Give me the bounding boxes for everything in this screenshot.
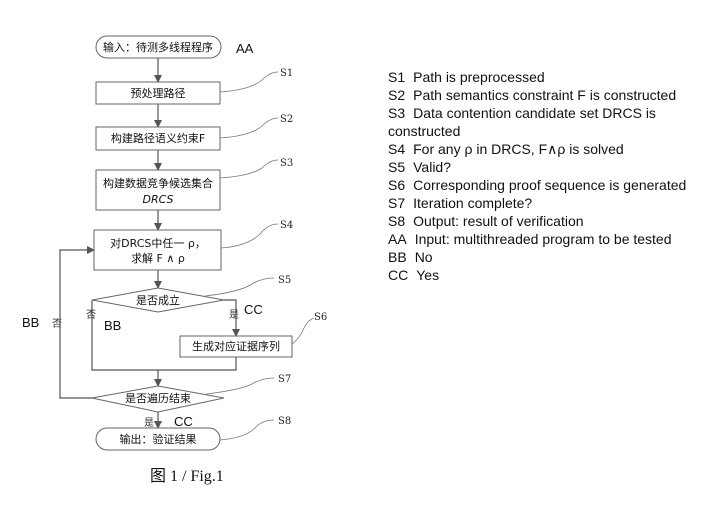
legend-code: S7 [388,195,406,211]
legend-code: S1 [388,69,406,85]
legend-item: BB No [388,248,708,266]
legend-text: Corresponding proof sequence is generate… [413,177,687,193]
legend-item: CC Yes [388,266,708,284]
label-cc-s5: CC [244,302,263,317]
step-tag-s4: S4 [280,220,293,231]
decision-valid [91,287,225,313]
step-tag-s3: S3 [280,158,293,169]
decision-valid-label: 是否成立 [136,293,180,307]
label-cc-s7: CC [174,414,193,429]
legend-code: S4 [388,141,406,157]
step-drcs-label-2: DRCS [143,193,174,206]
legend-code: S2 [388,87,406,103]
legend-item: S2 Path semantics constraint F is constru… [388,86,708,104]
figure-caption: 图 1 / Fig.1 [150,468,224,485]
legend-text: No [414,249,433,265]
step-tag-s5: S5 [278,275,291,286]
step-tag-s6: S6 [314,312,327,323]
leader-s1 [219,71,279,93]
leader-s8 [219,419,275,441]
label-aa: AA [236,41,254,56]
leader-s4 [220,223,279,249]
step-tag-s1: S1 [280,68,293,79]
leader-s3 [219,159,279,179]
step-constraint-label: 构建路径语义约束F [111,131,205,145]
legend-item: AA Input: multithreaded program to be tes… [388,230,708,248]
step-preprocess-label: 预处理路径 [131,87,186,100]
step-drcs [95,169,221,211]
leader-s7 [205,377,275,395]
legend-text: For any ρ in DRCS, F∧ρ is solved [413,141,624,157]
decision-done-label: 是否遍历结束 [125,392,191,405]
step-solve-label-1: 对DRCS中任一 ρ， [110,236,206,250]
edge-s5-yes-s6 [224,299,240,337]
step-proof [179,335,293,358]
leader-s5 [204,277,275,297]
label-no-inner: 否 [86,309,96,321]
step-proof-label: 生成对应证据序列 [192,339,280,353]
legend-text: Input: multithreaded program to be teste… [414,231,672,247]
end-label: 输出：验证结果 [120,432,197,446]
legend-code: S6 [388,177,406,193]
start-label: 输入：待测多线程程序 [103,40,213,54]
label-bb-inner: BB [104,318,121,333]
legend-list: S1 Path is preprocessed S2 Path semantics … [388,68,708,284]
edge-s7-no-loop [59,246,95,399]
legend-code: S3 [388,105,406,121]
label-bb-no: 否 [52,318,62,330]
edge-s6-merge [158,357,237,371]
label-yes-s7: 是 [144,417,154,429]
legend-item: S5 Valid? [388,158,708,176]
legend-text: Iteration complete? [413,195,533,211]
legend-code: CC [388,267,409,283]
legend-text: Data contention candidate set DRCS is co… [388,105,656,139]
legend-text: Path is preprocessed [413,69,545,85]
legend-item: S4 For any ρ in DRCS, F∧ρ is solved [388,140,708,158]
legend-text: Path semantics constraint F is construct… [413,87,677,103]
end-terminal [95,427,221,451]
step-constraint [95,126,221,151]
legend-text: Valid? [413,159,452,175]
leader-s2 [219,117,279,139]
start-terminal [95,35,222,59]
edge-s5-no [91,300,158,371]
label-yes-s5: 是 [229,309,239,321]
legend-code: S5 [388,159,406,175]
legend-code: AA [388,231,407,247]
legend-text: Yes [416,267,440,283]
step-tag-s8: S8 [278,416,291,427]
step-tag-s2: S2 [280,114,293,125]
legend-text: Output: result of verification [413,213,584,229]
legend-code: BB [388,249,407,265]
step-solve-label-2: 求解 F ∧ ρ [131,251,185,265]
legend-item: S1 Path is preprocessed [388,68,708,86]
legend-item: S6 Corresponding proof sequence is genera… [388,176,708,194]
step-solve [93,229,222,271]
decision-done [91,385,225,413]
legend-item: S7 Iteration complete? [388,194,708,212]
label-bb: BB [22,315,39,330]
legend-item: S8 Output: result of verification [388,212,708,230]
legend-code: S8 [388,213,406,229]
step-preprocess [95,81,221,105]
step-tag-s7: S7 [278,374,291,385]
step-drcs-label-1: 构建数据竞争候选集合 [103,176,213,190]
leader-s6 [291,317,315,345]
